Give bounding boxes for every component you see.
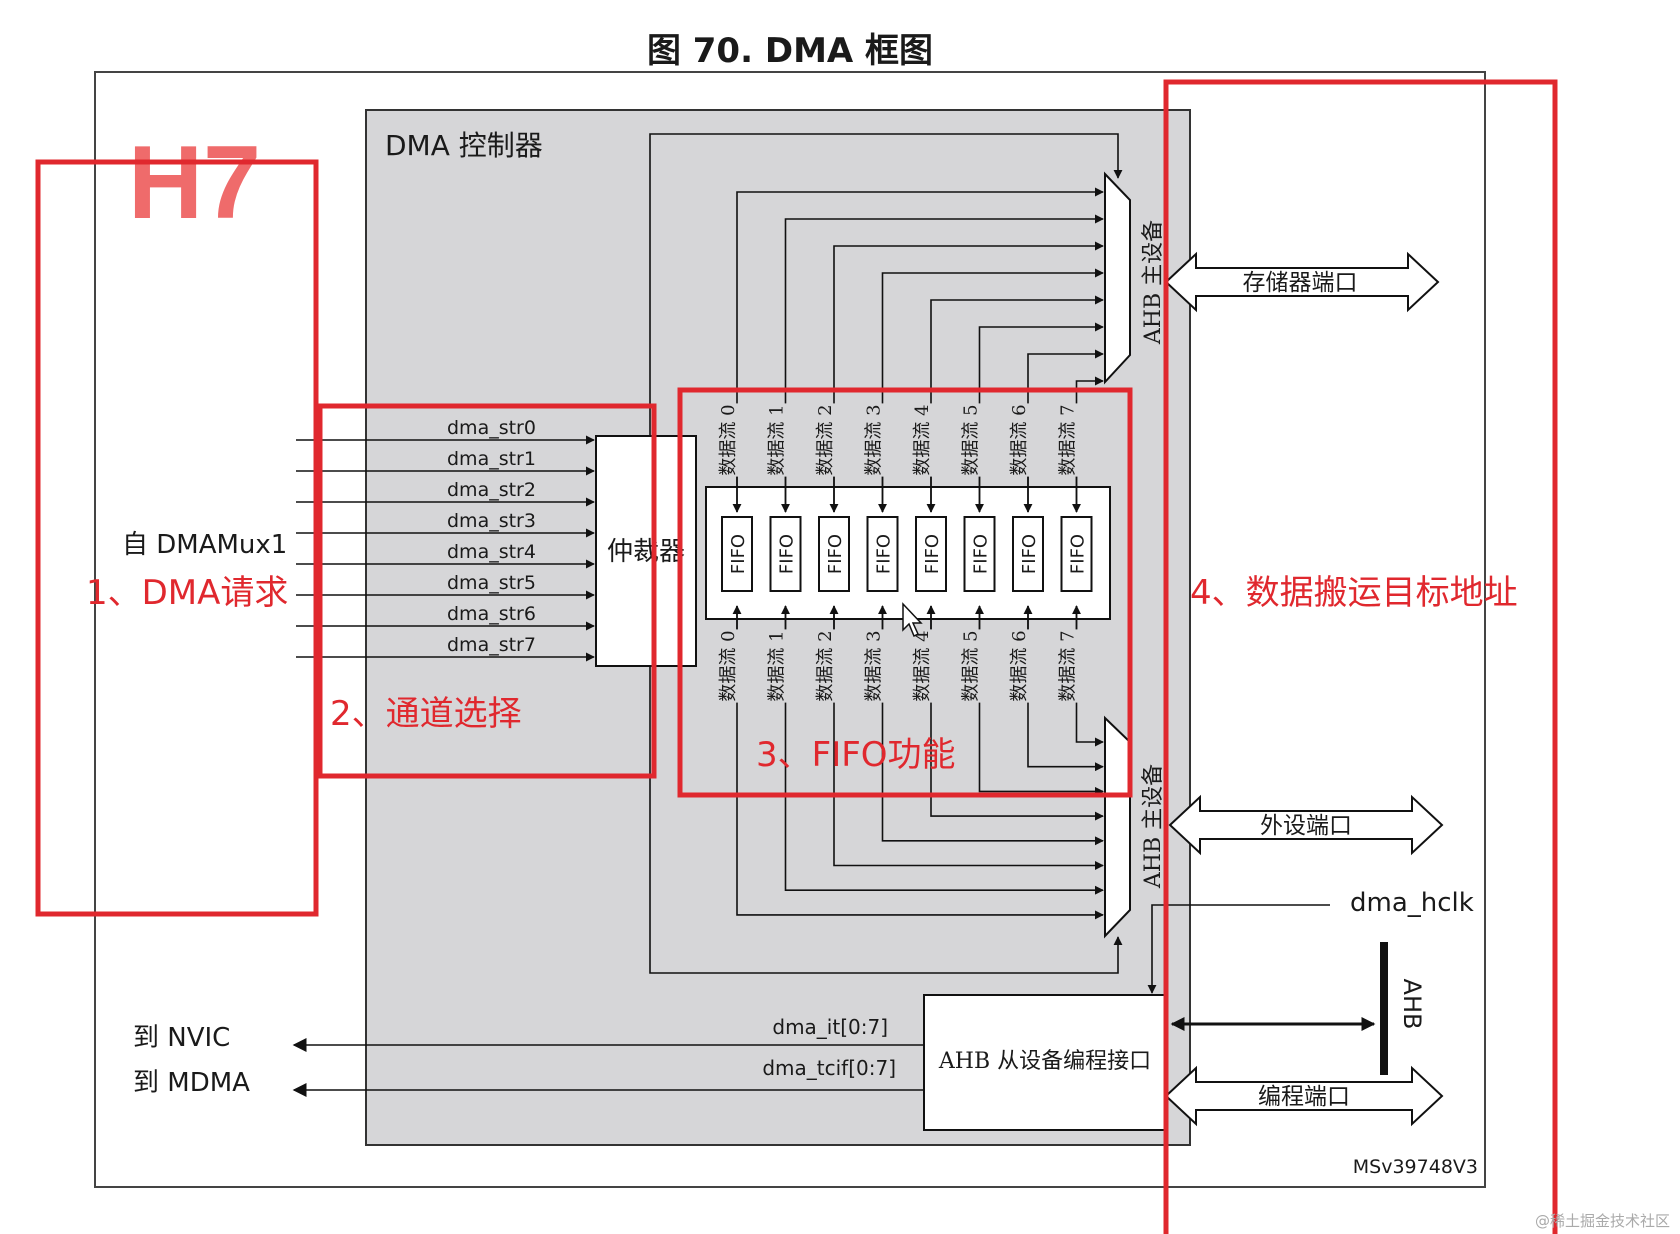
dma-tcif-label: dma_tcif[0:7] — [762, 1056, 896, 1080]
ahb-bus-label: AHB — [1398, 979, 1426, 1030]
fifo-box-2 — [818, 516, 850, 592]
stream-label-bg — [1008, 629, 1031, 703]
stream-label-bg — [959, 629, 983, 703]
request-lines-group: dma_str0 dma_str1 dma_str2 dma_str3 dma_str4… — [296, 417, 595, 662]
stream-label-bg — [1008, 403, 1031, 477]
stream-label-bg — [911, 629, 934, 703]
request-label-0: dma_str0 — [447, 417, 536, 439]
h7-label: H7 — [128, 125, 261, 241]
mouse-cursor-icon — [902, 602, 923, 638]
stream-bottom-line-0 — [736, 606, 1104, 920]
annotation-box-dma-request — [35, 159, 319, 917]
programming-port-label: 编程端口 — [1258, 1084, 1350, 1110]
stream-label-bg — [911, 403, 934, 477]
fifo-label-3: FIFO — [874, 534, 895, 574]
stream-label-bg — [717, 403, 740, 477]
memory-port-label: 存储器端口 — [1243, 270, 1358, 296]
stream-label-bottom-5: 数据流 5 — [961, 630, 982, 701]
annotation-dma-request: 1、DMA请求 — [86, 573, 288, 613]
request-label-4: dma_str4 — [447, 541, 536, 563]
figure-title: 图 70. DMA 框图 — [647, 31, 933, 71]
stream-label-top-5: 数据流 5 — [961, 404, 982, 475]
fifo-container — [705, 486, 1111, 620]
stream-label-top-4: 数据流 4 — [912, 404, 933, 475]
fifo-box-1 — [769, 516, 802, 592]
stream-label-bg — [959, 403, 983, 477]
stream-label-bg — [814, 629, 837, 703]
ahb-master-mux-bottom — [1104, 715, 1131, 939]
stream-label-top-3: 数据流 3 — [864, 404, 885, 475]
stream-label-bg — [814, 403, 837, 477]
stream-label-top-0: 数据流 0 — [718, 404, 739, 475]
fifo-label-0: FIFO — [728, 534, 749, 574]
arbiter-label: 仲裁器 — [607, 537, 685, 567]
annotation-fifo-function: 3、FIFO功能 — [756, 735, 956, 775]
request-label-7: dma_str7 — [447, 634, 536, 656]
dma-hclk-label: dma_hclk — [1350, 888, 1474, 918]
stream-label-bottom-2: 数据流 2 — [815, 630, 836, 701]
peripheral-port-label: 外设端口 — [1260, 813, 1352, 839]
request-label-2: dma_str2 — [447, 479, 536, 501]
annotation-channel-select: 2、通道选择 — [330, 694, 522, 734]
fifo-label-4: FIFO — [922, 534, 943, 574]
fifo-box-5 — [963, 516, 996, 592]
stream-label-bg — [862, 629, 886, 703]
annotation-box-fifo — [677, 387, 1133, 798]
ahb-slave-interface-box — [923, 994, 1168, 1131]
fifo-box-3 — [866, 516, 899, 592]
annotation-box-channel-select — [317, 403, 657, 779]
programming-port-arrow — [1164, 1065, 1444, 1127]
stream-label-bg — [1056, 629, 1080, 703]
fifo-box-4 — [915, 516, 947, 592]
stream-label-bottom-6: 数据流 6 — [1009, 630, 1030, 701]
ahb-slave-interface-label: AHB 从设备编程接口 — [938, 1049, 1151, 1074]
from-dmamux-label: 自 DMAMux1 — [122, 530, 287, 560]
watermark: @稀土掘金技术社区 — [1535, 1212, 1670, 1230]
annotation-target-address: 4、数据搬运目标地址 — [1190, 573, 1518, 613]
request-label-6: dma_str6 — [447, 603, 536, 625]
fifo-box-6 — [1012, 516, 1044, 592]
dma-it-label: dma_it[0:7] — [772, 1015, 888, 1039]
fifo-label-6: FIFO — [1019, 534, 1040, 574]
stream-label-bottom-3: 数据流 3 — [864, 630, 885, 701]
peripheral-port-arrow — [1168, 794, 1444, 856]
request-label-3: dma_str3 — [447, 510, 536, 532]
stream-label-bottom-7: 数据流 7 — [1058, 630, 1079, 701]
ahb-master-label-top: AHB 主设备 — [1141, 220, 1166, 345]
stream-label-bg — [765, 403, 789, 477]
fifo-label-2: FIFO — [825, 534, 846, 574]
fifo-box-7 — [1060, 516, 1093, 592]
stream-label-top-1: 数据流 1 — [767, 404, 788, 475]
fifo-box-0 — [721, 516, 753, 592]
fifo-label-1: FIFO — [777, 534, 798, 574]
dma-controller-box — [365, 109, 1191, 1146]
to-mdma-label: 到 MDMA — [133, 1068, 250, 1098]
stream-label-bottom-4: 数据流 4 — [912, 630, 933, 701]
memory-port-arrow — [1164, 251, 1440, 313]
bottom-bypass-line — [649, 670, 1123, 974]
ahb-master-mux-top — [1104, 171, 1131, 385]
controller-label: DMA 控制器 — [385, 129, 543, 162]
request-label-5: dma_str5 — [447, 572, 536, 594]
fifo-label-7: FIFO — [1068, 534, 1089, 574]
dma-hclk-line — [1147, 904, 1330, 994]
to-nvic-label: 到 NVIC — [133, 1023, 230, 1053]
stream-label-bg — [1056, 403, 1080, 477]
stream-label-top-6: 数据流 6 — [1009, 404, 1030, 475]
doc-id-label: MSv39748V3 — [1353, 1156, 1478, 1178]
stream-label-bg — [765, 629, 789, 703]
stream-label-bg — [862, 403, 886, 477]
top-bypass-line — [649, 133, 1123, 416]
stream-label-bg — [717, 629, 740, 703]
stream-label-bottom-1: 数据流 1 — [767, 630, 788, 701]
stream-label-bottom-0: 数据流 0 — [718, 630, 739, 701]
stream-label-top-2: 数据流 2 — [815, 404, 836, 475]
stream-label-top-7: 数据流 7 — [1058, 404, 1079, 475]
request-label-1: dma_str1 — [447, 448, 536, 470]
fifo-label-5: FIFO — [971, 534, 992, 574]
stream-columns-group: FIFO 数据流 0 数据流 0 FIFO 数据流 1 数据流 1 FIFO 数据流 2 数据流… — [717, 187, 1104, 920]
ahb-master-label-bottom: AHB 主设备 — [1141, 764, 1166, 889]
annotation-box-target-address — [1163, 79, 1558, 1234]
